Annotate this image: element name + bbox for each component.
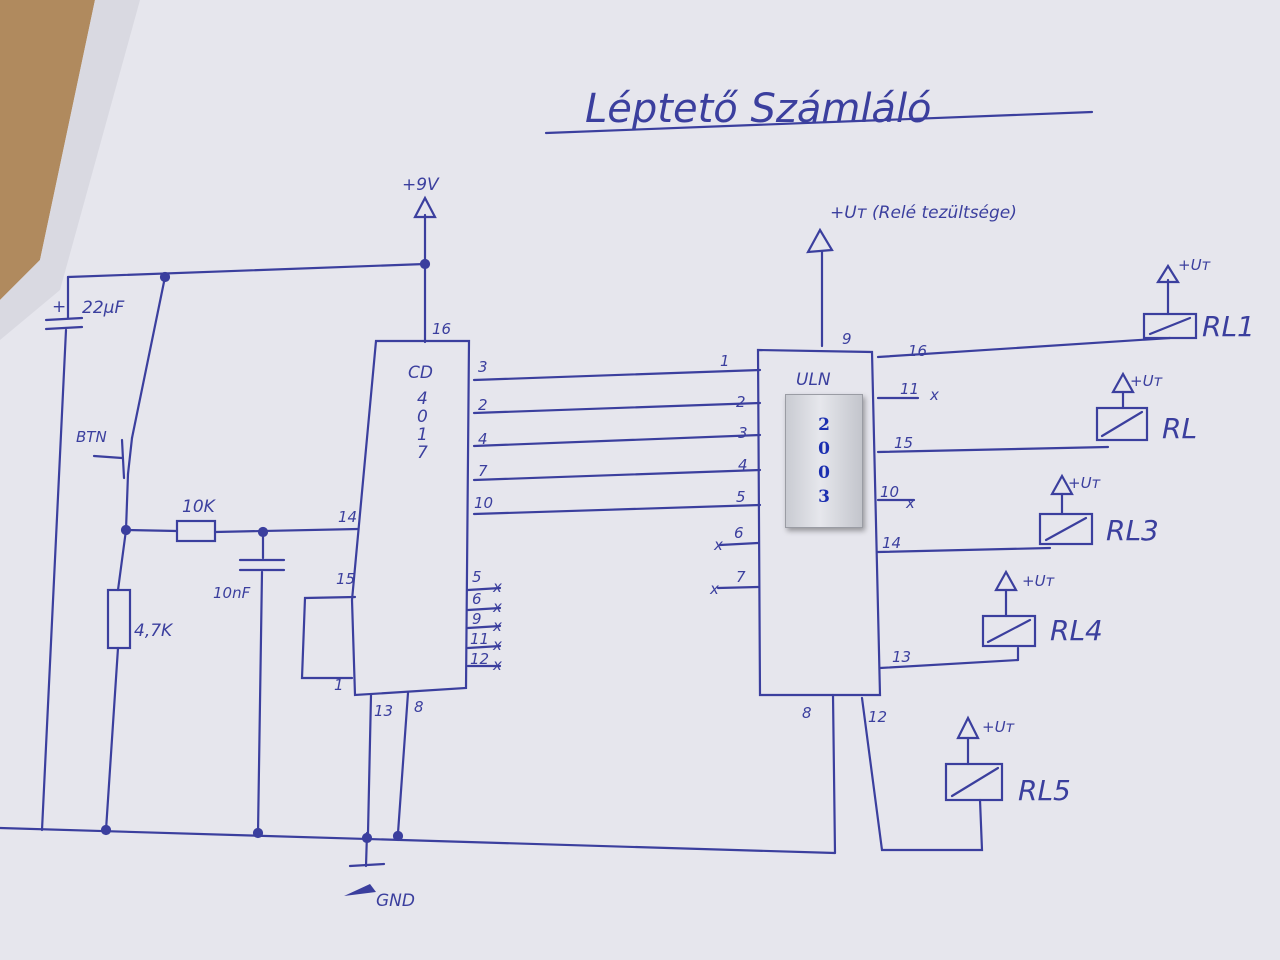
cd-pin-13: 13 — [374, 702, 393, 720]
uln-pin-5: 5 — [736, 488, 746, 506]
uln2003-chip-label: 2 0 0 3 — [785, 394, 863, 528]
cd-pin-7: 7 — [478, 462, 488, 480]
cd-pin-12: 12 — [470, 650, 489, 668]
cd-pin-10: 10 — [474, 494, 493, 512]
uln-pin-11: 11 — [900, 380, 919, 398]
cd4017-name-line2: 4 — [417, 389, 428, 409]
uln-pin-9: 9 — [842, 330, 852, 348]
uln-nc-mark-11: x — [929, 386, 939, 404]
supply-ut-relay-label: +Uт (Relé tezültsége) — [830, 203, 1017, 223]
uln-pin-2: 2 — [736, 393, 746, 411]
supply-9v-label: +9V — [402, 175, 440, 195]
cd-pin-3: 3 — [478, 358, 488, 376]
cap1-value-label: 22μF — [82, 298, 124, 318]
cd-nc-mark-6: x — [492, 598, 502, 616]
cd-nc-mark-11: x — [492, 636, 502, 654]
cd-nc-mark-5: x — [492, 578, 502, 596]
cd-pin-9: 9 — [472, 610, 482, 628]
cd4017-name-line4: 1 — [417, 425, 428, 445]
uln-name: ULN — [796, 370, 831, 390]
r1-value-label: 10K — [182, 497, 217, 517]
uln-pin-1: 1 — [720, 352, 730, 370]
rl1-label: RL1 — [1202, 310, 1255, 343]
chip-digit-2: 0 — [818, 439, 830, 459]
wires — [0, 110, 1198, 868]
cd-pin-4: 4 — [478, 430, 488, 448]
uln-pin-15: 15 — [894, 434, 913, 452]
cd-pin-8: 8 — [414, 698, 424, 716]
button-label: BTN — [76, 428, 107, 446]
rl3-label: RL3 — [1106, 514, 1159, 547]
cd-pin-16: 16 — [432, 320, 451, 338]
rl4-label: RL4 — [1050, 614, 1103, 647]
gnd-symbol — [344, 884, 376, 896]
chip-digit-4: 3 — [818, 487, 830, 507]
cd-pin-11: 11 — [470, 630, 489, 648]
chip-digit-3: 0 — [818, 463, 830, 483]
chip-digit-1: 2 — [818, 415, 830, 435]
uln-pin-4: 4 — [738, 456, 748, 474]
cd-pin-5: 5 — [472, 568, 482, 586]
uln-pin-10: 10 — [880, 483, 899, 501]
uln-pin-12: 12 — [868, 708, 887, 726]
paper-shade — [0, 0, 140, 340]
cd-pin-6: 6 — [472, 590, 482, 608]
uln-pin-6: 6 — [734, 524, 744, 542]
uln-pin-14: 14 — [882, 534, 901, 552]
cap2-value-label: 10nF — [213, 584, 251, 602]
gnd-label: GND — [376, 891, 415, 911]
uln-pin-13: 13 — [892, 648, 911, 666]
uln-nc-mark-10: x — [905, 494, 915, 512]
cd-nc-mark-9: x — [492, 617, 502, 635]
cd-pin-15: 15 — [336, 570, 355, 588]
rl1-supply-label: +Uт — [1178, 256, 1212, 274]
cd-pin-2: 2 — [478, 396, 488, 414]
r2-value-label: 4,7K — [134, 621, 174, 641]
uln-pin-7: 7 — [736, 568, 746, 586]
uln-nc-mark-7: x — [709, 580, 719, 598]
uln-pin-3: 3 — [738, 424, 748, 442]
rl5-label: RL5 — [1018, 774, 1071, 807]
uln-nc-mark-6: x — [713, 536, 723, 554]
rl4-supply-label: +Uт — [1022, 572, 1056, 590]
rl5-supply-label: +Uт — [982, 718, 1016, 736]
uln-pin-8: 8 — [802, 704, 812, 722]
cd-pin-1: 1 — [334, 676, 344, 694]
cd-pin-14: 14 — [338, 508, 357, 526]
cd4017-name-line5: 7 — [417, 443, 428, 463]
cd-nc-mark-12: x — [492, 656, 502, 674]
cap1-plus-label: + — [52, 297, 66, 317]
rl3-supply-label: +Uт — [1068, 474, 1102, 492]
rl2-label: RL — [1162, 412, 1197, 445]
cd4017-name-line1: CD — [408, 363, 433, 383]
uln-pin-16: 16 — [908, 342, 927, 360]
rl2-supply-label: +Uт — [1130, 372, 1164, 390]
schematic-title: Léptető Számláló — [585, 86, 932, 132]
cd4017-name-line3: 0 — [417, 407, 428, 427]
